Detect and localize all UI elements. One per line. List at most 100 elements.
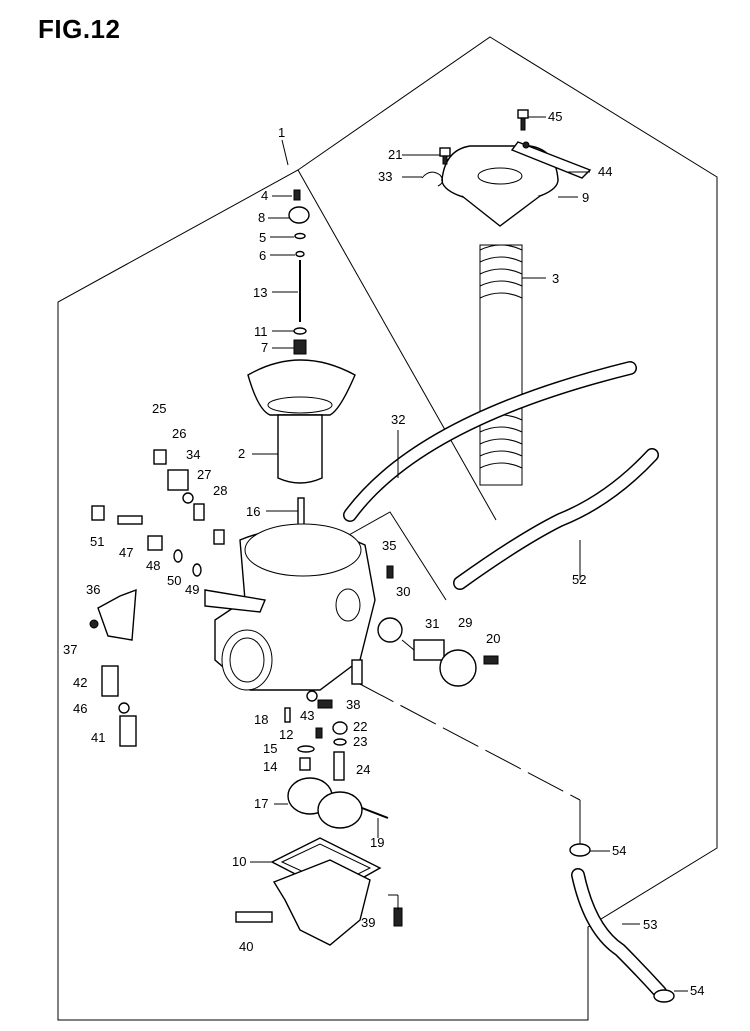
callout-12: 12 xyxy=(279,727,293,742)
callout-47: 47 xyxy=(119,545,133,560)
callout-54-lower: 54 xyxy=(690,983,704,998)
valve-24 xyxy=(333,751,345,781)
callout-26: 26 xyxy=(172,426,186,441)
screw-part-40 xyxy=(235,911,273,923)
spring-27 xyxy=(193,503,205,521)
ring-49 xyxy=(192,563,202,577)
callout-50: 50 xyxy=(167,573,181,588)
callout-53: 53 xyxy=(643,917,657,932)
callout-46: 46 xyxy=(73,701,87,716)
callout-7: 7 xyxy=(261,340,268,355)
carburetor-body xyxy=(204,523,376,691)
ring-50 xyxy=(173,549,183,563)
ring-46 xyxy=(118,702,130,714)
jet-14 xyxy=(299,757,311,771)
clamp-54-lower xyxy=(653,989,675,1003)
callout-36: 36 xyxy=(86,582,100,597)
callout-13: 13 xyxy=(253,285,267,300)
spring-48 xyxy=(147,535,163,551)
callout-44: 44 xyxy=(598,164,612,179)
callout-31: 31 xyxy=(425,616,439,631)
assembly-boundary xyxy=(57,36,718,1021)
figure-title: FIG.12 xyxy=(38,14,121,44)
cable-holder-bracket xyxy=(510,141,592,179)
float-17 xyxy=(287,777,363,829)
callout-14: 14 xyxy=(263,759,277,774)
boundary-diagonal xyxy=(297,169,497,521)
jet-needle-stack xyxy=(288,189,310,355)
callout-2: 2 xyxy=(238,446,245,461)
callout-39: 39 xyxy=(361,915,375,930)
callout-29: 29 xyxy=(458,615,472,630)
cover-29 xyxy=(439,649,477,687)
screw-part-41 xyxy=(119,715,137,747)
part-34 xyxy=(182,492,194,504)
callout-40: 40 xyxy=(239,939,253,954)
callout-43: 43 xyxy=(300,708,314,723)
callout-27: 27 xyxy=(197,467,211,482)
clamp-54-upper xyxy=(569,843,591,857)
callout-5: 5 xyxy=(259,230,266,245)
callout-3: 3 xyxy=(552,271,559,286)
callout-21: 21 xyxy=(388,147,402,162)
screw-part-47 xyxy=(117,515,143,525)
screw-part-20 xyxy=(483,655,499,665)
callout-11: 11 xyxy=(254,324,268,339)
screw-part-35 xyxy=(386,565,394,579)
callout-22: 22 xyxy=(353,719,367,734)
callout-15: 15 xyxy=(263,741,277,756)
part-22 xyxy=(332,721,348,735)
callout-45: 45 xyxy=(548,109,562,124)
callout-23: 23 xyxy=(353,734,367,749)
part-26 xyxy=(167,469,189,491)
callout-48: 48 xyxy=(146,558,160,573)
callout-16: 16 xyxy=(246,504,260,519)
part-25 xyxy=(153,449,167,465)
callout-1: 1 xyxy=(278,125,285,140)
callout-18: 18 xyxy=(254,712,268,727)
callout-41: 41 xyxy=(91,730,105,745)
part-30 xyxy=(377,617,403,643)
pin-19 xyxy=(361,807,389,819)
callout-32: 32 xyxy=(391,412,405,427)
callout-28: 28 xyxy=(213,483,227,498)
callout-34: 34 xyxy=(186,447,200,462)
callout-51: 51 xyxy=(90,534,104,549)
spring-31 xyxy=(413,639,445,661)
callout-8: 8 xyxy=(258,210,265,225)
callout-4: 4 xyxy=(261,188,268,203)
screw-part-38 xyxy=(317,699,333,709)
callout-leaders xyxy=(250,116,688,992)
part-43 xyxy=(306,690,318,702)
ring-23 xyxy=(333,738,347,746)
callout-37: 37 xyxy=(63,642,77,657)
callout-17: 17 xyxy=(254,796,268,811)
callout-35: 35 xyxy=(382,538,396,553)
clip-part-33 xyxy=(421,171,444,187)
callout-54-upper: 54 xyxy=(612,843,626,858)
callout-24: 24 xyxy=(356,762,370,777)
screw-part-45 xyxy=(517,109,529,131)
part-28 xyxy=(213,529,225,545)
screw-part-39 xyxy=(393,907,403,927)
float-bowl xyxy=(272,859,371,946)
callout-6: 6 xyxy=(259,248,266,263)
callout-25: 25 xyxy=(152,401,166,416)
callout-19: 19 xyxy=(370,835,384,850)
bracket-37 xyxy=(89,588,137,641)
leader-float-region xyxy=(357,682,581,801)
leader-32-52-region xyxy=(339,511,447,601)
spring-42 xyxy=(101,665,119,697)
callout-49: 49 xyxy=(185,582,199,597)
callout-9: 9 xyxy=(582,190,589,205)
washer-15 xyxy=(297,745,315,753)
callout-33: 33 xyxy=(378,169,392,184)
callout-52: 52 xyxy=(572,572,586,587)
piston-diaphragm xyxy=(247,359,356,484)
callout-38: 38 xyxy=(346,697,360,712)
callout-42: 42 xyxy=(73,675,87,690)
screw-part-21 xyxy=(439,147,451,165)
part-51 xyxy=(91,505,105,521)
throttle-spring xyxy=(479,244,523,486)
